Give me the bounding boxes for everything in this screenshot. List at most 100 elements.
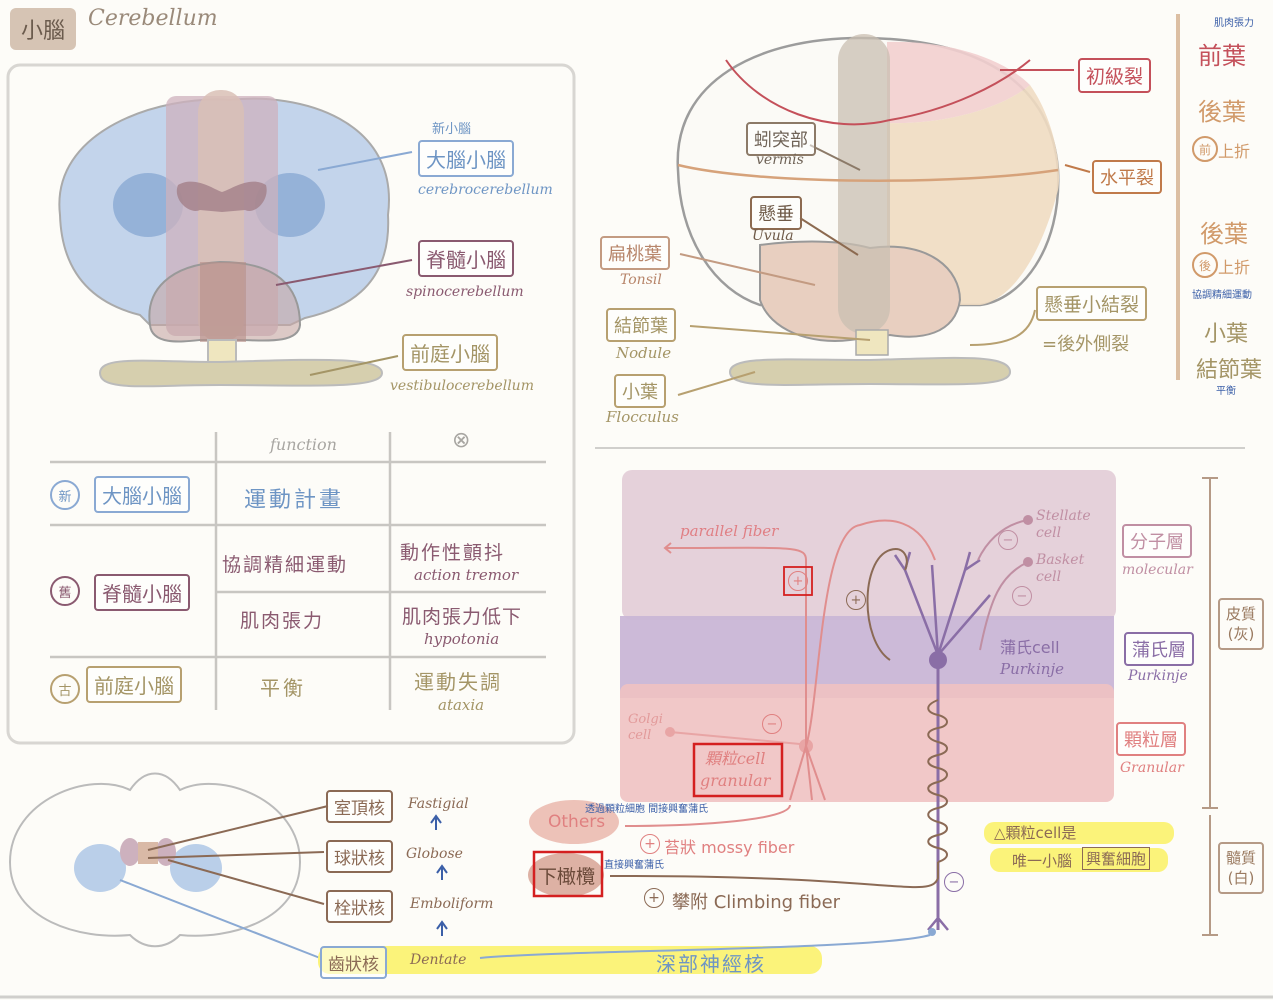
stellate-minus-sign: − xyxy=(998,530,1018,550)
side-note-muscle-tone: 肌肉張力 xyxy=(1214,18,1254,29)
posterior-2-mark: 後 xyxy=(1192,252,1218,278)
page-title-zh: 小腦 xyxy=(10,8,76,50)
emboliform-en: Emboliform xyxy=(410,896,494,912)
fastigial-en: Fastigial xyxy=(408,796,469,812)
cerebellum-dorsal-view xyxy=(58,90,413,388)
row-neo-mark: 新 xyxy=(50,480,80,510)
fastigial-label: 室頂核 xyxy=(326,790,393,823)
flocculus-label: 小葉 xyxy=(614,374,666,408)
flocculonodular-label-1: 小葉 xyxy=(1204,322,1249,347)
function-table-grid xyxy=(50,432,546,710)
olive-note: 直接興奮蒲氏 xyxy=(604,860,664,871)
cerebellum-lobes-view xyxy=(676,14,1180,396)
flocculonodular-label-2: 結節葉 xyxy=(1196,358,1263,383)
climbing-fiber-label: 攀附 Climbing fiber xyxy=(672,892,841,913)
cerebrocerebellum-label: 大腦小腦 xyxy=(418,140,514,177)
parallel-plus-sign: + xyxy=(788,571,808,591)
vestibulocerebellum-en: vestibulocerebellum xyxy=(390,378,534,394)
granular-layer-label: 顆粒層 xyxy=(1116,722,1186,756)
uvula-en: Uvula xyxy=(752,228,794,244)
stellate-cell-label: Stellate cell xyxy=(1036,508,1091,541)
horizontal-fissure-label: 水平裂 xyxy=(1092,160,1162,194)
note-line-2a: 唯一小腦 xyxy=(1012,852,1073,870)
posterior-1-mark: 前 xyxy=(1192,136,1218,162)
cerebrocerebellum-en: cerebrocerebellum xyxy=(418,182,553,198)
spinocerebellum-en: spinocerebellum xyxy=(406,284,524,300)
row-ancient-lesion-zh: 運動失調 xyxy=(414,670,502,694)
posterior-lobe-label-1: 後葉 xyxy=(1198,98,1246,126)
posterior-1-sub: 上折 xyxy=(1218,142,1251,161)
row-old-mark: 舊 xyxy=(50,576,80,606)
basket-minus-sign: − xyxy=(1012,586,1032,606)
dentate-en: Dentate xyxy=(410,952,467,968)
emboliform-label: 栓狀核 xyxy=(326,890,393,923)
medulla-label: 髓質 (白) xyxy=(1218,842,1264,894)
page-title-en: Cerebellum xyxy=(88,6,218,31)
tonsil-en: Tonsil xyxy=(620,272,662,288)
cortex-label: 皮質 (灰) xyxy=(1218,598,1264,650)
deep-nuclei-view xyxy=(0,772,1273,999)
molecular-layer-label: 分子層 xyxy=(1122,524,1192,558)
posterolateral-alias: =後外側裂 xyxy=(1042,334,1130,355)
climbing-plus-sign: + xyxy=(644,888,664,908)
mossy-plus-sign: + xyxy=(640,834,660,854)
dentate-label: 齒狀核 xyxy=(320,946,387,979)
inferior-olive-label: 下橄欖 xyxy=(538,866,596,888)
nodule-en: Nodule xyxy=(616,344,672,362)
globose-en: Globose xyxy=(406,846,463,862)
row-old-lesion-1-en: action tremor xyxy=(414,566,519,584)
row-neo-function: 運動計畫 xyxy=(244,488,345,513)
mossy-fiber-label: 苔狀 mossy fiber xyxy=(664,838,795,857)
uvula-label: 懸垂 xyxy=(750,196,802,230)
posterolateral-fissure-label: 懸垂小結裂 xyxy=(1036,286,1148,321)
row-old-function-1: 協調精細運動 xyxy=(222,554,349,576)
table-header-lesion: ⊗ xyxy=(452,428,471,453)
primary-fissure-label: 初級裂 xyxy=(1078,58,1152,93)
others-label: Others xyxy=(548,812,606,832)
purkinje-layer-label: 蒲氏層 xyxy=(1124,632,1194,666)
note-line-2b: 興奮細胞 xyxy=(1082,847,1151,870)
golgi-minus-sign: − xyxy=(762,714,782,734)
cortex-layers xyxy=(528,470,1218,936)
deep-nuclei-label: 深部神經核 xyxy=(656,952,766,976)
others-note: 透過顆粒細胞 間接興奮蒲氏 xyxy=(585,804,709,815)
molecular-layer-en: molecular xyxy=(1122,562,1193,578)
granule-cell-label: 顆粒cell granular xyxy=(700,749,771,790)
anterior-lobe-label: 前葉 xyxy=(1198,42,1246,70)
vermis-label: 蚓突部 xyxy=(746,122,816,156)
neo-cerebellum-note: 新小腦 xyxy=(432,122,472,137)
purkinje-cell-en: Purkinje xyxy=(1000,660,1064,678)
row-ancient-mark: 古 xyxy=(50,674,80,704)
side-note-balance: 平衡 xyxy=(1216,386,1236,397)
tonsil-label: 扁桃葉 xyxy=(600,236,670,270)
basket-cell-label: Basket cell xyxy=(1036,552,1085,585)
row-old-name: 脊髓小腦 xyxy=(94,574,190,611)
row-old-lesion-2-en: hypotonia xyxy=(424,630,500,648)
climbing-plus-sign-2: + xyxy=(846,590,866,610)
row-ancient-lesion-en: ataxia xyxy=(438,696,485,714)
flocculus-en: Flocculus xyxy=(606,408,679,426)
purkinje-layer-en: Purkinje xyxy=(1128,668,1188,684)
parallel-fiber-label: parallel fiber xyxy=(680,522,779,540)
row-neo-name: 大腦小腦 xyxy=(94,476,190,513)
posterior-lobe-label-2: 後葉 xyxy=(1200,220,1248,248)
purkinje-minus-sign: − xyxy=(944,872,964,892)
side-note-coordination: 協調精細運動 xyxy=(1192,290,1252,301)
panel1-frame xyxy=(6,63,576,745)
row-old-function-2: 肌肉張力 xyxy=(240,610,325,632)
granular-layer-en: Granular xyxy=(1120,760,1184,776)
golgi-cell-label: Golgi cell xyxy=(628,712,663,743)
row-old-lesion-2-zh: 肌肉張力低下 xyxy=(402,606,523,628)
row-ancient-function: 平衡 xyxy=(260,676,306,700)
note-line-1: △顆粒cell是 xyxy=(994,824,1077,842)
vermis-en: vermis xyxy=(756,152,804,168)
posterior-2-sub: 上折 xyxy=(1218,258,1251,277)
table-header-function: function xyxy=(270,435,337,454)
spinocerebellum-label: 脊髓小腦 xyxy=(418,240,514,277)
vestibulocerebellum-label: 前庭小腦 xyxy=(402,334,498,371)
globose-label: 球狀核 xyxy=(326,840,393,873)
nodule-label: 結節葉 xyxy=(606,308,676,342)
purkinje-cell-zh: 蒲氏cell xyxy=(1000,638,1060,657)
row-old-lesion-1-zh: 動作性顫抖 xyxy=(400,542,506,564)
